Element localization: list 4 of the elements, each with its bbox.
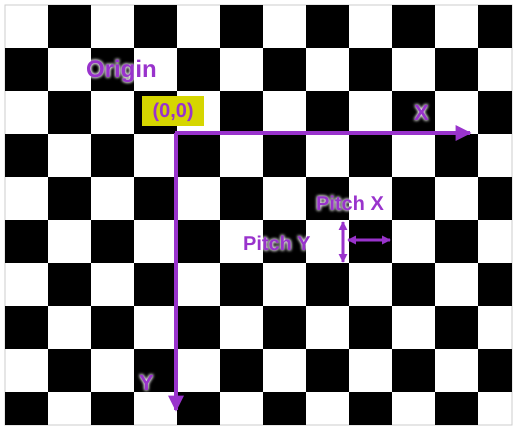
origin-highlight [142, 96, 204, 126]
axis-label: Y [139, 372, 154, 394]
coordinate-label: (0,0) [152, 101, 194, 121]
axis-label: X [414, 102, 429, 124]
